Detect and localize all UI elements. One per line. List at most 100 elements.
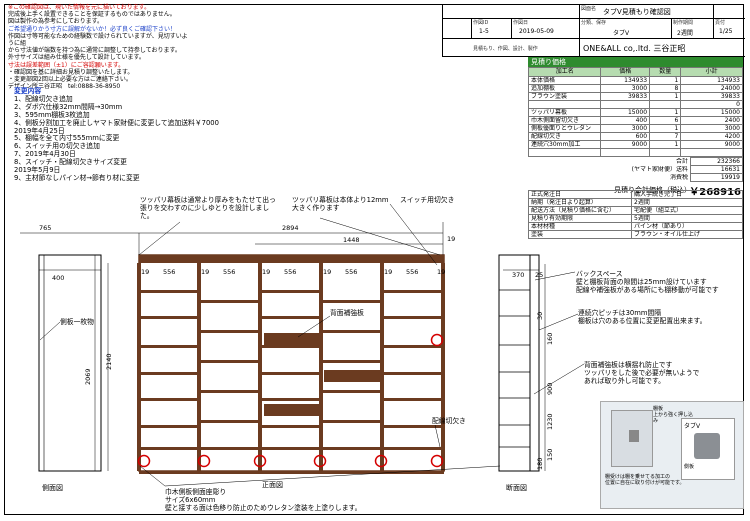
vertical-panel bbox=[258, 263, 262, 471]
note-line: 外寸サイズは組み仕様を優先して設計しています。 bbox=[8, 54, 145, 62]
callout-baseboard-line1: 巾木側板側面座彫り bbox=[165, 488, 227, 496]
shelf-board bbox=[141, 447, 197, 450]
shelf-board bbox=[262, 447, 319, 450]
section-view bbox=[498, 254, 540, 472]
dim-19-label: 19 bbox=[201, 268, 209, 276]
shipping-label: (ヤマト家財便）送料 bbox=[631, 166, 688, 173]
shelf-board bbox=[141, 398, 197, 401]
callout-back-space-title: バックスペース bbox=[576, 270, 623, 278]
photo-caption-4: 位置に自在に取り付けが可能です。 bbox=[605, 480, 685, 486]
shelf-board bbox=[201, 300, 258, 303]
cutout-circle bbox=[374, 454, 388, 468]
author-label: 作図ID bbox=[473, 20, 489, 26]
callout-back-space: バックスペース 壁と棚板背面の隙間は25mm設けています 配線や補強板がある場所… bbox=[576, 270, 744, 294]
period-label: 制作期間 bbox=[673, 20, 694, 26]
callout-back-space-line2: 配線や補強板がある場所にも棚移動が可能です bbox=[576, 286, 719, 294]
estimate-cell bbox=[527, 148, 602, 157]
vertical-panel bbox=[137, 263, 141, 471]
callout-valance-thickness: ツッパリ幕板は通常より厚みをもたせて出っ張りを交わすのに少しゆとりを設計しました… bbox=[140, 196, 276, 220]
callout-side-panel: 側板一枚物 bbox=[60, 318, 94, 326]
shelf-board bbox=[201, 420, 258, 423]
changes-heading: 変更内容 bbox=[14, 87, 42, 95]
date-label: 作図日 bbox=[513, 20, 529, 26]
callout-baseboard-line3: 壁と接する面は色移り防止のためウレタン塗装を上塗りします。 bbox=[165, 504, 362, 512]
dim-2894: 2894 bbox=[282, 224, 299, 232]
shelf-board bbox=[201, 447, 258, 450]
change-item: 7、2019年4月30日 bbox=[14, 150, 76, 159]
callout-hole-pitch-line2: 棚板は穴のある位置に変更配置出来ます。 bbox=[578, 317, 707, 325]
change-item: 2019年4月25日 bbox=[14, 126, 65, 135]
shelf-board bbox=[262, 290, 319, 293]
dim-556-label: 556 bbox=[284, 268, 296, 276]
callout-baseboard-line2: サイズ6x60mm bbox=[165, 496, 216, 504]
cutout-circle bbox=[313, 454, 327, 468]
company-name: ONE&ALL co,.ltd. 三谷正昭 bbox=[583, 44, 686, 53]
dim-19-label: 19 bbox=[141, 268, 149, 276]
tabv-label: タブV bbox=[684, 423, 701, 430]
callout-back-space-line1: 壁と棚板背面の隙間は25mm設けています bbox=[576, 278, 707, 286]
shelf-board bbox=[384, 316, 441, 319]
callout-baseboard: 巾木側板側面座彫り サイズ6x60mm 壁と接する面は色移り防止のためウレタン塗… bbox=[165, 488, 425, 512]
dim-19: 19 bbox=[447, 235, 455, 243]
company-label: 見積もり、作図、設計、製作 bbox=[473, 46, 538, 52]
photo-caption-shelf: 棚板 上から強く押し込み bbox=[653, 406, 695, 424]
cutout-circle bbox=[197, 454, 211, 468]
callout-reinforcement-line3: あれば取り外し可能です。 bbox=[584, 377, 665, 385]
notes-block: ※この確認図は、現いた情報を元に描いております。完成後上手く設置できることを保証… bbox=[8, 4, 188, 90]
kind-label: 分類、保存 bbox=[581, 20, 607, 26]
dim-1230: 1230 bbox=[546, 413, 554, 430]
shelf-board bbox=[323, 420, 380, 423]
dim-556-label: 556 bbox=[223, 268, 235, 276]
shelf-board bbox=[323, 390, 380, 393]
change-item: 4、側板分割加工を廃止しヤマト家財便に変更して追加送料￥7000 bbox=[14, 118, 219, 127]
tabv-box: タブV 側板 bbox=[681, 418, 735, 480]
dim-400: 400 bbox=[52, 274, 64, 282]
vertical-panel bbox=[441, 263, 445, 471]
vertical-panel bbox=[197, 263, 201, 471]
tax-value: 19919 bbox=[690, 173, 743, 182]
cutout-markers bbox=[137, 333, 444, 468]
dim-1448: 1448 bbox=[343, 236, 360, 244]
estimate-header: 見積り価格 bbox=[528, 57, 743, 67]
note-line: ・確認図を基に詳細お見積り調整いたします。 bbox=[8, 68, 134, 76]
photo-caption-1: 棚板 bbox=[653, 406, 664, 412]
kind-value: タブV bbox=[613, 30, 630, 37]
photo-caption-3: 棚受けは棚を乗せてる加工の bbox=[605, 474, 671, 480]
change-item: 1、配線切欠き追加 bbox=[14, 94, 73, 103]
callout-hole-pitch: 連続穴ピッチは30mm間隔 棚板は穴のある位置に変更配置出来ます。 bbox=[578, 309, 744, 325]
callout-valance-size: ツッパリ幕板は本体より12mm大きく作ります bbox=[292, 196, 389, 212]
side-view-label: 側面図 bbox=[42, 483, 63, 492]
page-label: 頁付 bbox=[715, 20, 726, 26]
dim-556-label: 556 bbox=[345, 268, 357, 276]
dim-370: 370 bbox=[512, 271, 524, 279]
author-value: 1-5 bbox=[479, 28, 489, 35]
shelf-pin-icon bbox=[629, 430, 639, 442]
dim-25: 25 bbox=[535, 271, 543, 279]
photo-caption-2: 上から強く押し込み bbox=[653, 412, 694, 424]
note-line: 寸法は誤差範囲（±1）にご容認願います。 bbox=[8, 61, 125, 69]
cutout-circle bbox=[430, 454, 444, 468]
dim-900: 900 bbox=[546, 383, 554, 395]
dim-19-label: 19 bbox=[323, 268, 331, 276]
shelf-board bbox=[384, 345, 441, 348]
side-view bbox=[38, 254, 102, 472]
dim-150: 150 bbox=[546, 449, 554, 461]
callout-back-panel: 背面補強板 bbox=[330, 309, 364, 317]
side-label: 側板 bbox=[684, 464, 695, 470]
dim-19-label: 19 bbox=[437, 268, 445, 276]
note-line: 完成後上手く設置できることを保証するものではありません。 bbox=[8, 11, 176, 19]
estimate-row bbox=[527, 148, 743, 157]
dim-180: 180 bbox=[536, 458, 544, 470]
drawing-frame bbox=[4, 4, 744, 515]
shelf-board bbox=[262, 425, 319, 428]
shelf-board bbox=[262, 316, 319, 319]
drawing-title: タブV見積もり確認図 bbox=[603, 8, 671, 16]
cutout-circle bbox=[137, 454, 151, 468]
shelf-support-photo: 棚板 上から強く押し込み タブV 側板 棚受けは棚を乗せてる加工の 位置に自在に… bbox=[600, 401, 744, 509]
dim-30: 30 bbox=[536, 312, 544, 320]
